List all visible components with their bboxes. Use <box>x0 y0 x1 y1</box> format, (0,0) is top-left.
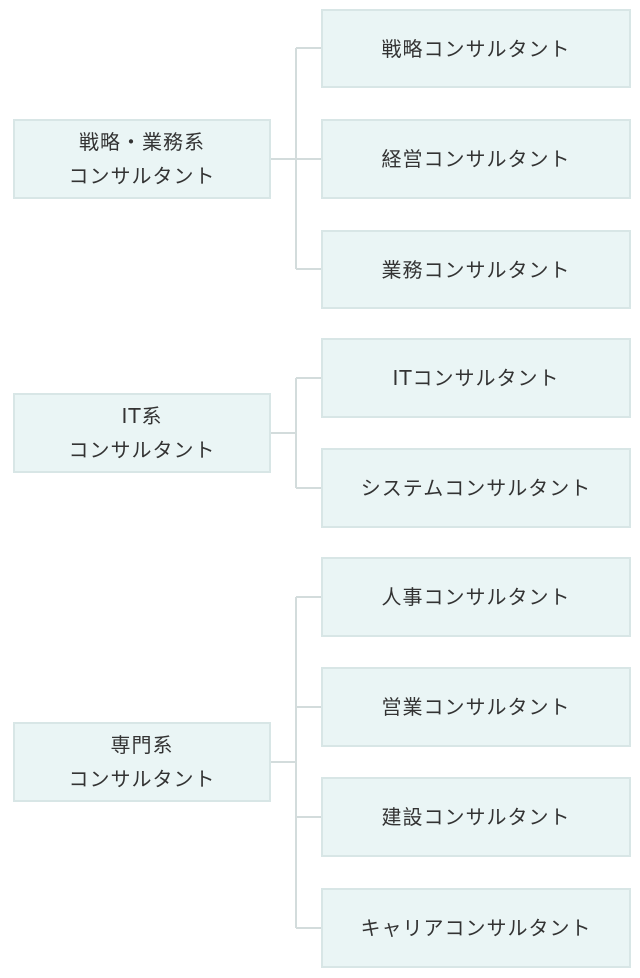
child-node-label: 経営コンサルタント <box>381 147 571 171</box>
parent-node-line2: コンサルタント <box>68 767 216 791</box>
child-node-management: 経営コンサルタント <box>321 119 631 199</box>
child-node-system: システムコンサルタント <box>321 448 631 528</box>
child-node-label: ITコンサルタント <box>392 366 560 390</box>
child-node-construction: 建設コンサルタント <box>321 777 631 857</box>
parent-node-it: IT系 コンサルタント <box>13 393 271 473</box>
child-node-label: 人事コンサルタント <box>381 585 571 609</box>
parent-node-strategy-business: 戦略・業務系 コンサルタント <box>13 119 271 199</box>
child-node-strategy: 戦略コンサルタント <box>321 9 631 88</box>
child-node-sales: 営業コンサルタント <box>321 667 631 747</box>
child-node-it: ITコンサルタント <box>321 338 631 418</box>
child-node-label: システムコンサルタント <box>360 476 592 500</box>
parent-node-line2: コンサルタント <box>68 164 216 188</box>
child-node-hr: 人事コンサルタント <box>321 557 631 637</box>
parent-node-line1: 戦略・業務系 <box>79 130 205 154</box>
parent-node-line2: コンサルタント <box>68 438 216 462</box>
child-node-label: キャリアコンサルタント <box>360 916 592 940</box>
parent-node-specialist: 専門系 コンサルタント <box>13 722 271 802</box>
child-node-label: 建設コンサルタント <box>381 805 571 829</box>
child-node-label: 戦略コンサルタント <box>381 36 571 61</box>
child-node-label: 業務コンサルタント <box>381 257 571 282</box>
parent-node-line1: 専門系 <box>110 733 174 757</box>
child-node-label: 営業コンサルタント <box>381 695 571 719</box>
child-node-career: キャリアコンサルタント <box>321 888 631 968</box>
child-node-operations: 業務コンサルタント <box>321 230 631 309</box>
parent-node-line1: IT系 <box>121 404 163 428</box>
